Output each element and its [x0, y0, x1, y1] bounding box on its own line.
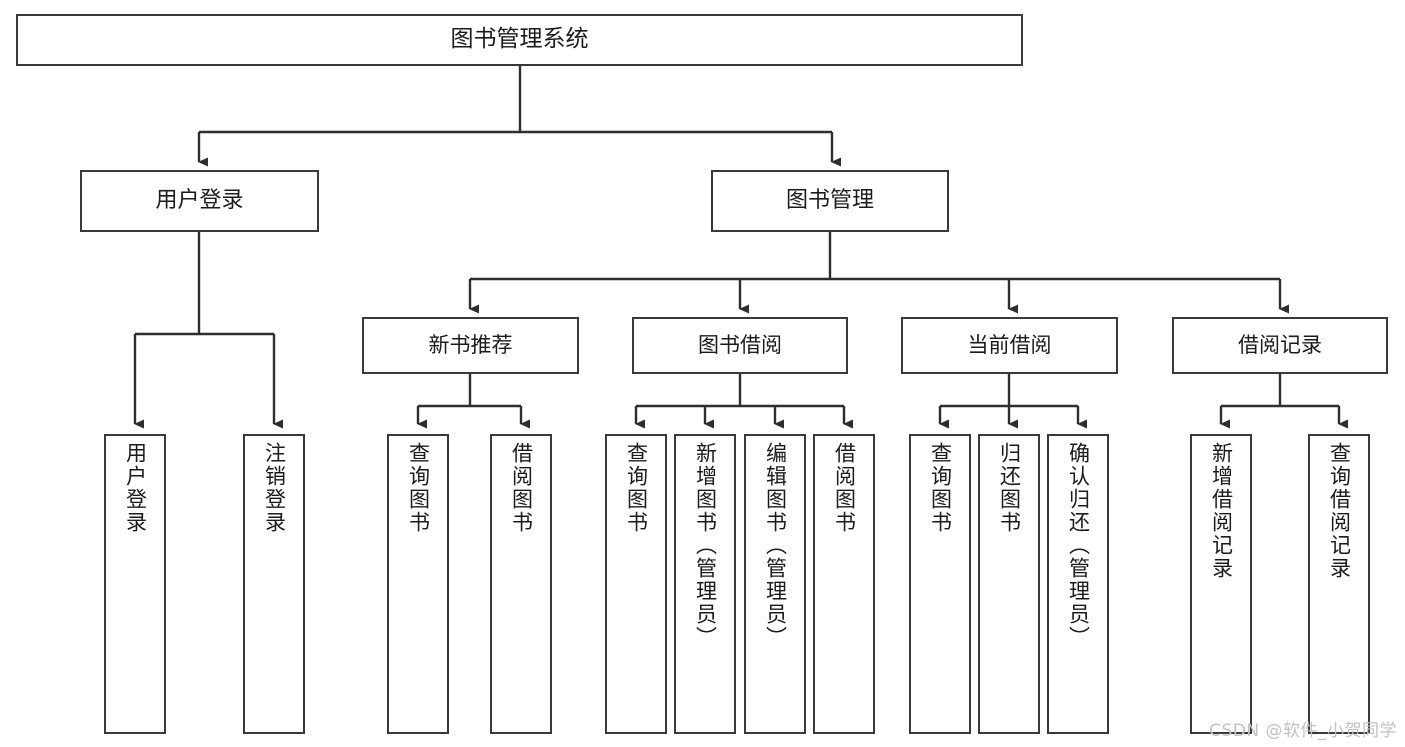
leaf-query-book-current[interactable]: 查询图书	[909, 434, 971, 734]
node-book-management[interactable]: 图书管理	[711, 170, 949, 232]
watermark-text: CSDN @软件_小贺同学	[1209, 721, 1397, 741]
leaf-query-borrow-record[interactable]: 查询借阅记录	[1308, 434, 1370, 734]
leaf-query-book[interactable]: 查询图书	[605, 434, 667, 734]
leaf-borrow-book[interactable]: 借阅图书	[813, 434, 875, 734]
node-label: 查询图书	[406, 442, 431, 534]
node-user-login[interactable]: 用户登录	[80, 170, 319, 232]
node-label: 借阅图书	[832, 442, 857, 534]
node-label: 确认归还（管理员）	[1066, 442, 1091, 649]
node-label: 当前借阅	[967, 333, 1052, 358]
node-label: 图书借阅	[698, 333, 782, 358]
node-label: 借阅记录	[1238, 333, 1322, 358]
node-label: 新书推荐	[428, 333, 513, 358]
node-label: 借阅图书	[509, 442, 534, 534]
node-label: 归还图书	[997, 442, 1022, 534]
node-root-system[interactable]: 图书管理系统	[16, 14, 1023, 66]
leaf-confirm-return-admin[interactable]: 确认归还（管理员）	[1047, 434, 1109, 734]
leaf-borrow-book-new[interactable]: 借阅图书	[490, 434, 552, 734]
leaf-add-borrow-record[interactable]: 新增借阅记录	[1190, 434, 1252, 734]
node-new-book-recommend[interactable]: 新书推荐	[362, 317, 579, 374]
node-label: 注销登录	[262, 442, 287, 534]
node-label: 新增借阅记录	[1209, 442, 1234, 580]
node-label: 用户登录	[123, 442, 148, 534]
node-label: 用户登录	[155, 188, 244, 214]
node-label: 图书管理	[785, 188, 874, 214]
leaf-logout[interactable]: 注销登录	[243, 434, 305, 734]
leaf-user-login[interactable]: 用户登录	[104, 434, 166, 734]
node-label: 编辑图书（管理员）	[763, 442, 788, 649]
node-label: 查询图书	[624, 442, 649, 534]
node-borrow-record[interactable]: 借阅记录	[1172, 317, 1388, 374]
node-label: 图书管理系统	[450, 26, 589, 53]
leaf-add-book-admin[interactable]: 新增图书（管理员）	[674, 434, 736, 734]
leaf-edit-book-admin[interactable]: 编辑图书（管理员）	[744, 434, 806, 734]
node-label: 新增图书（管理员）	[693, 442, 718, 649]
leaf-query-book-new[interactable]: 查询图书	[387, 434, 449, 734]
leaf-return-book[interactable]: 归还图书	[978, 434, 1040, 734]
node-current-borrow[interactable]: 当前借阅	[901, 317, 1118, 374]
node-label: 查询图书	[928, 442, 953, 534]
node-label: 查询借阅记录	[1327, 442, 1352, 580]
node-book-borrow[interactable]: 图书借阅	[632, 317, 848, 374]
